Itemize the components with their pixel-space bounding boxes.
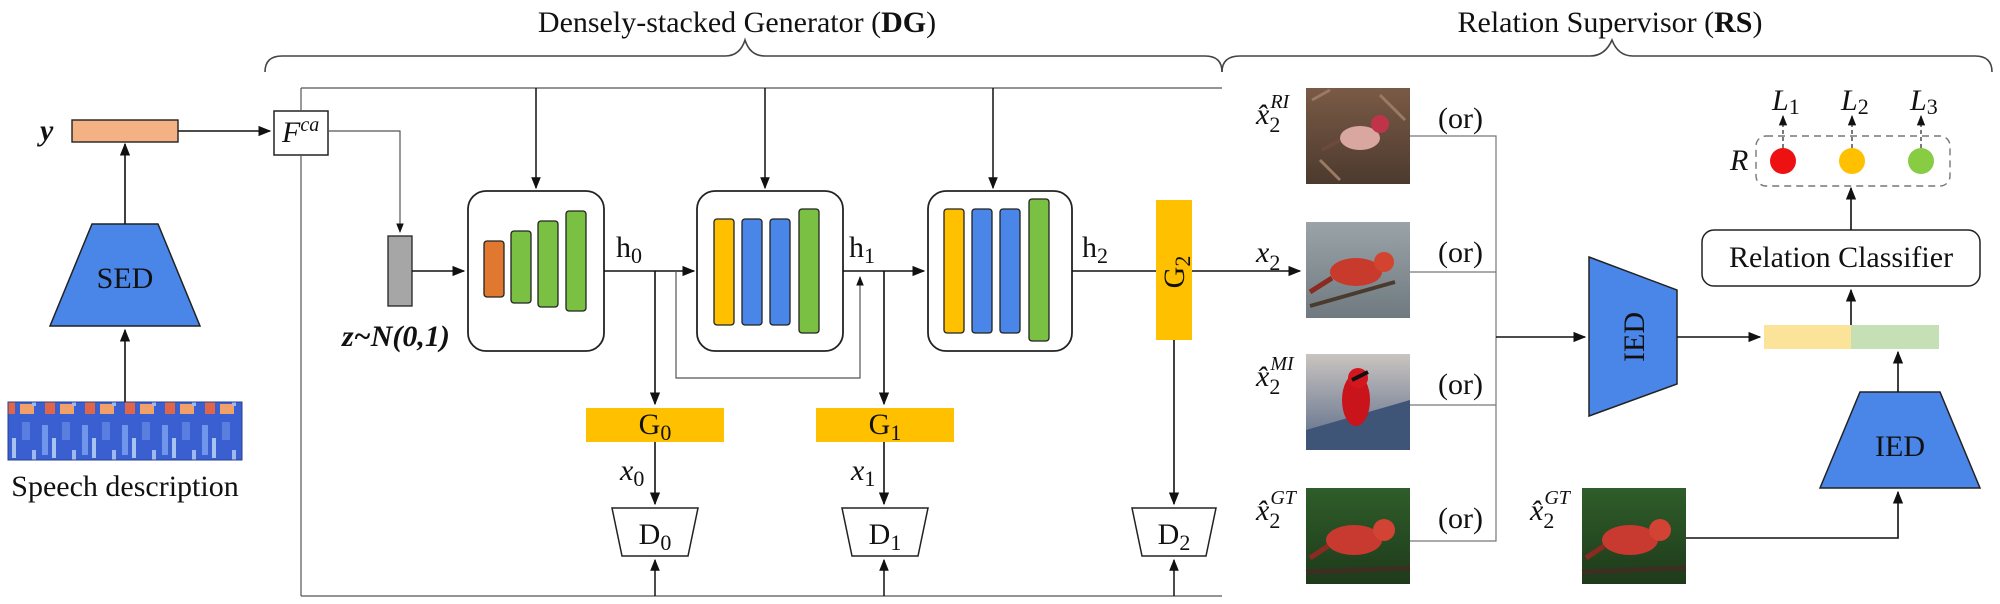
g0-label: G0 [639,408,672,445]
loss-dot-l2 [1839,148,1865,174]
sed-block [48,223,202,327]
loss-dot-l3 [1908,148,1934,174]
bird-image-real [1306,222,1410,318]
loss-dot-l1 [1770,148,1796,174]
layer-blue [971,208,993,334]
relation-r-label: R [1729,144,1748,177]
d2-label: D2 [1158,518,1191,555]
sample-label-gt: x̂2GT [1255,487,1298,533]
layer-blue [741,218,763,326]
or-label: (or) [1438,368,1483,401]
sample-label-mi: x̂2MI [1255,353,1295,399]
generator-g0 [586,408,724,442]
feature-left [1764,325,1851,349]
relation-classifier [1701,229,1981,287]
discriminator-d0 [611,507,699,557]
h2-label: h2 [1082,231,1108,268]
sample-label-ri: x̂2RI [1255,91,1291,137]
relation-classifier-label: Relation Classifier [1729,241,1953,274]
generator-g1 [816,408,954,442]
feature-right [1851,325,1939,349]
loss-label-l2: L2 [1840,84,1869,119]
layer-yellow [943,208,965,334]
layer-orange [483,240,505,298]
layer-green [510,230,532,304]
or-label: (or) [1438,236,1483,269]
bird-image-gt [1305,488,1411,584]
discriminator-d2 [1131,507,1217,557]
y-embedding [71,119,179,143]
bird-image-mi [1306,354,1410,450]
ied-block-upright [1818,391,1982,489]
h1-label: h1 [849,231,875,268]
or-label: (or) [1438,102,1483,135]
g1-label: G1 [869,408,902,445]
speech-label: Speech description [11,470,238,503]
d1-label: D1 [869,518,902,555]
x0-label: x0 [619,454,644,491]
d0-label: D0 [639,518,672,555]
gt-ref-label: x̂2GT [1529,487,1572,533]
rs-title: Relation Supervisor (RS) [1458,6,1763,39]
ied-label-upright: IED [1875,430,1925,463]
ied-block-sideways [1588,255,1678,418]
z-label: z~N(0,1) [341,320,450,353]
z-noise [387,235,413,307]
x1-label: x1 [850,454,875,491]
layer-green [1028,198,1050,342]
layer-green [565,210,587,312]
spectrogram [8,402,242,460]
h0-label: h0 [616,231,642,268]
fca-label: Fca [281,114,319,149]
layer-blue [999,208,1021,334]
layer-green [537,220,559,308]
rs-brace [1221,37,1993,73]
loss-label-l1: L1 [1771,84,1800,119]
sed-label: SED [97,262,154,295]
or-label: (or) [1438,502,1483,535]
layer-green [798,208,820,334]
loss-label-l3: L3 [1909,84,1938,119]
generator-g2 [1156,200,1192,340]
g2-label: G2 [1158,256,1195,289]
bird-image-ri [1306,88,1410,184]
ied-label: IED [1618,312,1651,362]
y-label: y [37,114,54,147]
discriminator-d1 [841,507,929,557]
bird-image-gt-ref [1581,488,1687,584]
layer-yellow [713,218,735,326]
dg-title: Densely-stacked Generator (DG) [538,6,936,39]
relation-output-box [1755,135,1951,187]
sample-label-real: x2 [1255,236,1280,275]
layer-blue [769,218,791,326]
dg-brace [264,37,1223,73]
